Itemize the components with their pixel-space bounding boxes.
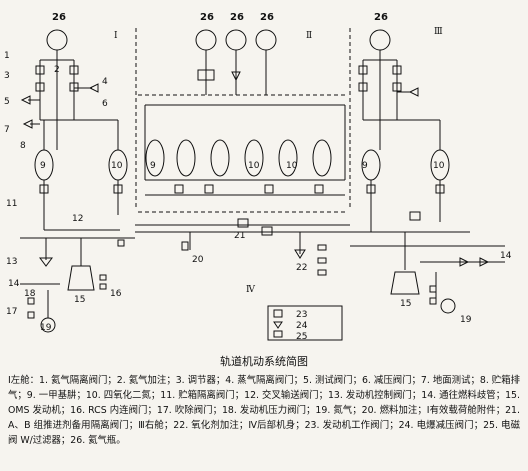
helium-tank-mid-2 (225, 29, 247, 51)
tag-9-mid: 9 (150, 161, 156, 171)
tag-26-mid3: 26 (260, 12, 274, 23)
tag-7: 7 (4, 125, 10, 135)
tag-21: 21 (234, 231, 245, 241)
tag-12: 12 (72, 214, 83, 224)
tag-14-left: 14 (8, 279, 20, 289)
legend-box (267, 305, 343, 341)
tag-10-right: 10 (433, 161, 445, 171)
section-right-label: Ⅲ (434, 27, 443, 37)
oms-engine-left (67, 265, 95, 291)
tag-2: 2 (54, 65, 60, 75)
tag-26-mid1: 26 (200, 12, 214, 23)
oms-engine-right (390, 271, 420, 295)
tag-17: 17 (6, 307, 17, 317)
legend-25: 25 (296, 332, 307, 342)
tag-10-mid2: 10 (286, 161, 298, 171)
tag-26-mid2: 26 (230, 12, 244, 23)
tag-19-right: 19 (460, 315, 472, 325)
tag-9: 9 (40, 161, 46, 171)
tag-3: 3 (4, 71, 10, 81)
tag-13: 13 (6, 257, 17, 267)
figure-caption: Ⅰ左舱：1. 氦气隔离阀门；2. 氦气加注；3. 调节器；4. 蒸气隔离阀门；5… (8, 375, 520, 446)
legend-23: 23 (296, 310, 307, 320)
section-middle-label: Ⅱ (306, 31, 312, 41)
tag-14-right: 14 (500, 251, 512, 261)
section-aft-label: Ⅳ (246, 285, 256, 295)
legend-24: 24 (296, 321, 308, 331)
tag-10-mid: 10 (248, 161, 260, 171)
tag-18: 18 (24, 289, 36, 299)
tag-15-right: 15 (400, 299, 411, 309)
tag-26-left: 26 (52, 12, 66, 23)
tag-4: 4 (102, 77, 108, 87)
tag-26-right: 26 (374, 12, 388, 23)
tag-22: 22 (296, 263, 307, 273)
nitrogen-tank-right (440, 298, 456, 314)
valve-1-left (35, 65, 45, 75)
tag-16: 16 (110, 289, 122, 299)
tag-20: 20 (192, 255, 204, 265)
tag-19-left: 19 (40, 323, 52, 333)
tag-1: 1 (4, 51, 10, 61)
tag-15-left: 15 (74, 295, 85, 305)
tag-11: 11 (6, 199, 17, 209)
tag-6: 6 (102, 99, 108, 109)
helium-tank-mid-3 (255, 29, 277, 51)
helium-tank-right (369, 29, 391, 51)
figure-title: 轨道机动系统简图 (220, 355, 308, 368)
tag-9-right: 9 (362, 161, 368, 171)
tag-5: 5 (4, 97, 10, 107)
mmh-tank-mid-1 (145, 139, 165, 177)
helium-tank-left (46, 29, 68, 51)
section-left-label: Ⅰ (114, 31, 118, 41)
helium-tank-mid-1 (195, 29, 217, 51)
tag-10: 10 (111, 161, 123, 171)
orbital-maneuvering-system-schematic: Ⅰ Ⅱ Ⅲ Ⅳ 26 26 26 26 26 1 2 3 4 5 6 7 8 9… (4, 12, 512, 342)
tag-8: 8 (20, 141, 26, 151)
